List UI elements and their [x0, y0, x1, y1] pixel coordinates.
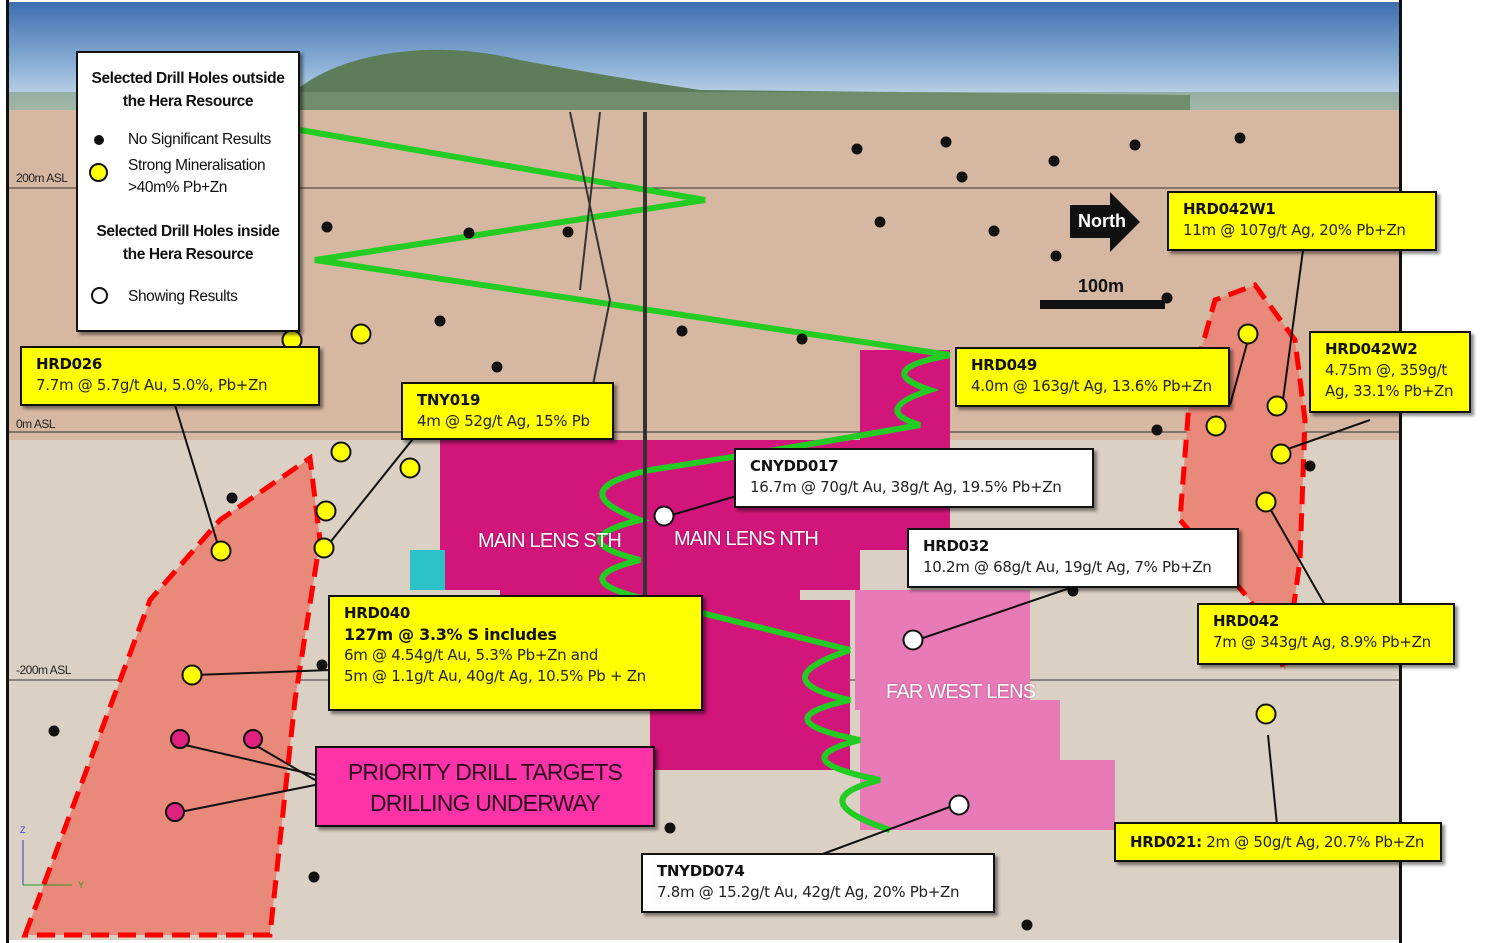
leader-lines: [174, 249, 1371, 856]
legend-title-inside-2: the Hera Resource: [122, 246, 254, 263]
legend-showing: Showing Results: [128, 288, 238, 305]
no-result-drill-hole: [308, 871, 320, 883]
no-result-drill-hole: [491, 361, 503, 373]
resource-drill-hole: [653, 505, 675, 527]
black-dot-icon: [94, 135, 104, 145]
no-result-drill-hole: [988, 225, 1000, 237]
legend-strong-2: >40m% Pb+Zn: [128, 179, 227, 196]
resource-drill-hole: [948, 794, 970, 816]
scale-bar: [1040, 300, 1165, 309]
strong-mineralisation-drill-hole: [210, 540, 232, 562]
no-result-drill-hole: [321, 221, 333, 233]
strong-mineralisation-drill-hole: [181, 664, 203, 686]
target-zone-south: [21, 453, 323, 938]
open-circle-icon: [91, 287, 108, 304]
z-axis-label: Z: [20, 825, 26, 835]
priority-target-drill-hole: [165, 802, 185, 822]
strong-mineralisation-drill-hole: [315, 500, 337, 522]
strong-mineralisation-drill-hole: [1266, 395, 1288, 417]
no-result-drill-hole: [316, 659, 328, 671]
no-result-drill-hole: [48, 725, 60, 737]
strong-mineralisation-drill-hole: [1237, 323, 1259, 345]
north-arrow-icon: [1070, 192, 1140, 252]
y-axis-label: Y: [78, 880, 84, 890]
scale-label: 100m: [1078, 276, 1125, 296]
priority-target-drill-hole: [170, 729, 190, 749]
strong-mineralisation-drill-hole: [313, 537, 335, 559]
lens-label: MAIN LENS STH: [478, 530, 622, 552]
far-west-lens: [855, 590, 1115, 830]
no-result-drill-hole: [940, 136, 952, 148]
no-result-drill-hole: [1304, 460, 1316, 472]
no-result-drill-hole: [1161, 292, 1173, 304]
no-result-drill-hole: [1234, 132, 1246, 144]
strong-mineralisation-drill-hole: [1205, 415, 1227, 437]
no-result-drill-hole: [1151, 424, 1163, 436]
strong-mineralisation-drill-hole: [1270, 443, 1292, 465]
strong-mineralisation-drill-hole: [1255, 491, 1277, 513]
no-result-drill-hole: [1067, 585, 1079, 597]
no-result-drill-hole: [664, 822, 676, 834]
yellow-dot-icon: [89, 163, 108, 182]
no-result-drill-hole: [956, 171, 968, 183]
no-result-drill-hole: [1021, 919, 1033, 931]
no-result-drill-hole: [874, 216, 886, 228]
cyan-lens: [410, 550, 445, 590]
no-result-drill-hole: [676, 325, 688, 337]
legend-title-outside: Selected Drill Holes outside: [91, 70, 285, 87]
resource-drill-hole: [902, 629, 924, 651]
strong-mineralisation-drill-hole: [350, 323, 372, 345]
lens-label: MAIN LENS NTH: [674, 528, 819, 550]
no-result-drill-hole: [434, 315, 446, 327]
no-result-drill-hole: [562, 226, 574, 238]
no-result-drill-hole: [796, 333, 808, 345]
legend-strong: Strong Mineralisation: [128, 157, 266, 174]
no-result-drill-hole: [851, 143, 863, 155]
elevation-label: -200m ASL: [16, 663, 71, 677]
north-label: North: [1078, 211, 1126, 231]
strong-mineralisation-drill-hole: [1255, 703, 1277, 725]
strong-mineralisation-drill-hole: [399, 457, 421, 479]
no-result-drill-hole: [1048, 155, 1060, 167]
no-result-drill-hole: [226, 492, 238, 504]
no-result-drill-hole: [1129, 139, 1141, 151]
no-result-drill-hole: [463, 227, 475, 239]
legend-title-outside-2: the Hera Resource: [122, 93, 254, 110]
legend: Selected Drill Holes outside the Hera Re…: [76, 51, 300, 332]
elevation-label: 0m ASL: [16, 417, 56, 431]
lens-label: FAR WEST LENS: [886, 681, 1036, 703]
strong-mineralisation-drill-hole: [330, 441, 352, 463]
no-result-drill-hole: [1050, 250, 1062, 262]
callout-hrd021: HRD021: 2m @ 50g/t Ag, 20.7% Pb+Zn: [1114, 822, 1442, 862]
elevation-label: 200m ASL: [16, 171, 68, 185]
legend-title-inside: Selected Drill Holes inside: [96, 223, 280, 240]
priority-target-drill-hole: [243, 729, 263, 749]
legend-no-significant: No Significant Results: [128, 131, 271, 148]
